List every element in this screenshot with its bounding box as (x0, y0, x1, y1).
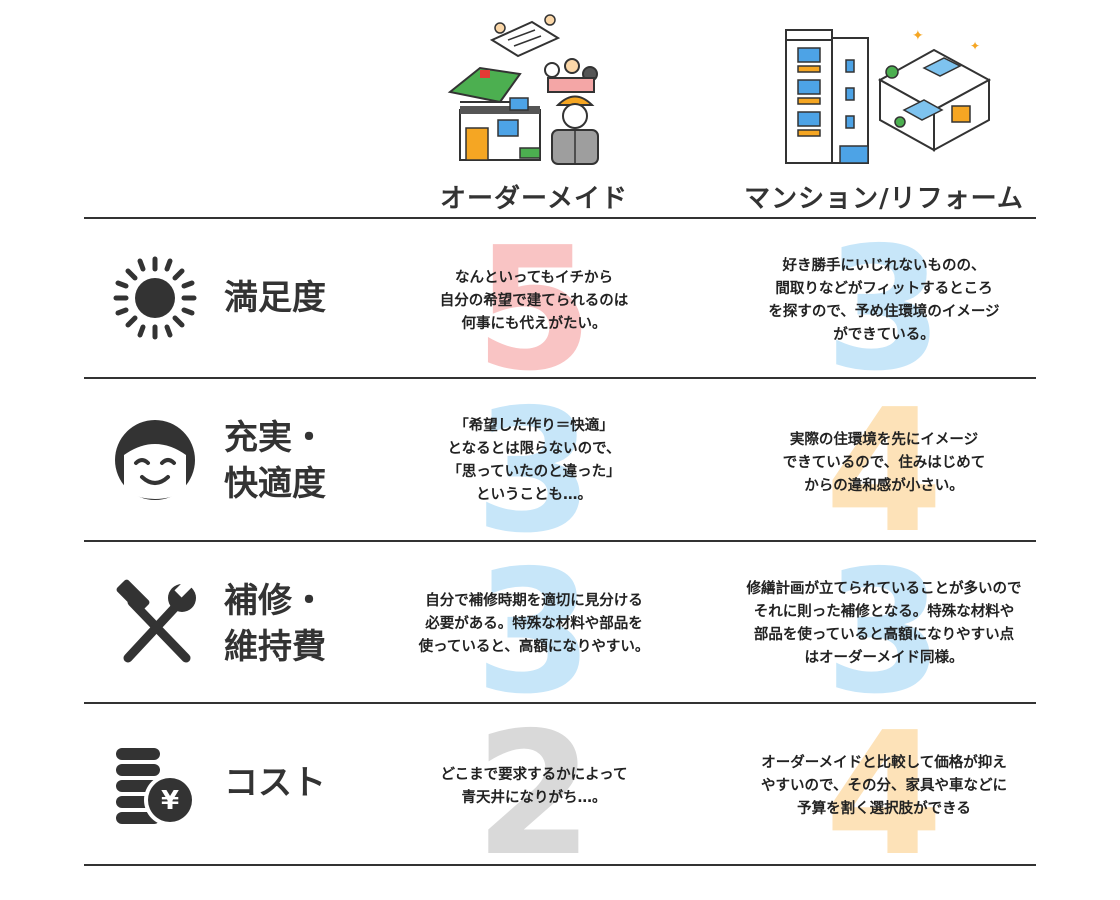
score-cell: 2 どこまで要求するかによって 青天井になりがち…。 (384, 704, 684, 880)
score-description: 自分で補修時期を適切に見分ける 必要がある。特殊な材料や部品を 使っていると、高… (384, 590, 684, 659)
score-description: どこまで要求するかによって 青天井になりがち…。 (384, 764, 684, 810)
table-divider (84, 217, 1036, 219)
category-label: 充実・ 快適度 (224, 415, 354, 507)
table-divider (84, 864, 1036, 866)
category-label-line: 補修・ (224, 581, 326, 621)
table-row-cost: ¥ コスト 2 どこまで要求するかによって 青天井になりがち…。 4 オーダーメ… (84, 704, 1036, 880)
description-line: 「思っていたのと違った」 (447, 464, 621, 480)
score-description: オーダーメイドと比較して価格が抑え やすいので、その分、家具や車などに 予算を割… (734, 752, 1034, 821)
description-line: 自分の希望で建てられるのは (439, 293, 629, 309)
description-line: 使っていると、高額になりやすい。 (418, 639, 650, 655)
score-description: 「希望した作り＝快適」 となるとは限らないので、 「思っていたのと違った」 とい… (384, 415, 684, 507)
svg-text:✦: ✦ (970, 39, 980, 53)
description-line: となるとは限らないので、 (447, 441, 621, 457)
description-line: 好き勝手にいじれないものの、 (782, 258, 986, 274)
category-label-line: 快適度 (224, 464, 326, 504)
score-number: 2 (474, 696, 594, 894)
custom-build-house-icon (447, 14, 599, 165)
score-cell: 3 自分で補修時期を適切に見分ける 必要がある。特殊な材料や部品を 使っていると… (384, 542, 684, 718)
table-row-comfort: 充実・ 快適度 3 「希望した作り＝快適」 となるとは限らないので、 「思ってい… (84, 379, 1036, 557)
svg-text:¥: ¥ (161, 786, 179, 816)
sun-icon (110, 253, 200, 343)
description-line: はオーダーメイド同様。 (804, 650, 964, 666)
score-description: 実際の住環境を先にイメージ できているので、住みはじめて からの違和感が小さい。 (734, 429, 1034, 498)
description-line: ができている。 (833, 327, 935, 343)
description-line: なんといってもイチから (454, 270, 614, 286)
score-description: なんといってもイチから 自分の希望で建てられるのは 何事にも代えがたい。 (384, 267, 684, 336)
description-line: オーダーメイドと比較して価格が抑え (761, 755, 1007, 771)
description-line: ということも…。 (476, 487, 592, 503)
description-line: 実際の住環境を先にイメージ (789, 432, 979, 448)
description-line: できているので、住みはじめて (782, 455, 986, 471)
score-cell: 3 修繕計画が立てられていることが多いので それに則った補修となる。特殊な材料や… (734, 542, 1034, 718)
description-line: どこまで要求するかによって (440, 767, 628, 783)
category-label: 補修・ 維持費 (224, 578, 354, 670)
table-row-maintenance: 補修・ 維持費 3 自分で補修時期を適切に見分ける 必要がある。特殊な材料や部品… (84, 542, 1036, 718)
score-number: 3 (824, 211, 944, 409)
category-label: コスト (224, 760, 354, 806)
apartment-illustration: ✦ ✦ (784, 10, 992, 165)
custom-build-illustration (440, 10, 640, 165)
apartment-building-icon: ✦ ✦ (785, 28, 992, 164)
score-cell: 4 オーダーメイドと比較して価格が抑え やすいので、その分、家具や車などに 予算… (734, 704, 1034, 880)
column-title-custom-build: オーダーメイド (440, 184, 628, 214)
table-divider (84, 702, 1036, 704)
table-divider (84, 377, 1036, 379)
description-line: を探すので、予め住環境のイメージ (768, 304, 1000, 320)
score-cell: 5 なんといってもイチから 自分の希望で建てられるのは 何事にも代えがたい。 (384, 219, 684, 395)
category-label-line: 維持費 (224, 627, 326, 667)
description-line: 「希望した作り＝快適」 (454, 418, 614, 434)
svg-text:✦: ✦ (912, 28, 924, 44)
score-description: 好き勝手にいじれないものの、 間取りなどがフィットするところ を探すので、予め住… (734, 255, 1034, 347)
smiley-face-icon (110, 415, 200, 505)
category-label-line: コスト (224, 763, 326, 803)
score-cell: 3 好き勝手にいじれないものの、 間取りなどがフィットするところ を探すので、予… (734, 219, 1034, 395)
description-line: 間取りなどがフィットするところ (775, 281, 993, 297)
description-line: 必要がある。特殊な材料や部品を (425, 616, 643, 632)
description-line: からの違和感が小さい。 (804, 478, 964, 494)
description-line: 部品を使っていると高額になりやすい点 (753, 627, 1015, 643)
description-line: 修繕計画が立てられていることが多いので (746, 581, 1022, 597)
description-line: 青天井になりがち…。 (461, 790, 607, 806)
coins-yen-icon: ¥ (110, 742, 200, 832)
description-line: やすいので、その分、家具や車などに (761, 778, 1007, 794)
score-number: 4 (824, 696, 944, 894)
score-number: 4 (824, 373, 944, 571)
table-divider (84, 540, 1036, 542)
score-cell: 3 「希望した作り＝快適」 となるとは限らないので、 「思っていたのと違った」 … (384, 379, 684, 557)
score-cell: 4 実際の住環境を先にイメージ できているので、住みはじめて からの違和感が小さ… (734, 379, 1034, 557)
score-number: 3 (474, 534, 594, 732)
description-line: 予算を割く選択肢ができる (797, 801, 971, 817)
column-title-apartment-reform: マンション/リフォーム (744, 184, 1024, 214)
description-line: 何事にも代えがたい。 (461, 316, 607, 332)
score-number: 5 (474, 211, 594, 409)
description-line: それに則った補修となる。特殊な材料や (753, 604, 1015, 620)
hammer-wrench-icon (110, 578, 200, 668)
score-number: 3 (824, 534, 944, 732)
score-description: 修繕計画が立てられていることが多いので それに則った補修となる。特殊な材料や 部… (734, 578, 1034, 670)
category-label-line: 充実・ (224, 418, 326, 458)
category-label-line: 満足度 (224, 278, 326, 318)
score-number: 3 (474, 373, 594, 571)
category-label: 満足度 (224, 275, 354, 321)
table-row-satisfaction: 満足度 5 なんといってもイチから 自分の希望で建てられるのは 何事にも代えがた… (84, 219, 1036, 395)
description-line: 自分で補修時期を適切に見分ける (425, 593, 643, 609)
